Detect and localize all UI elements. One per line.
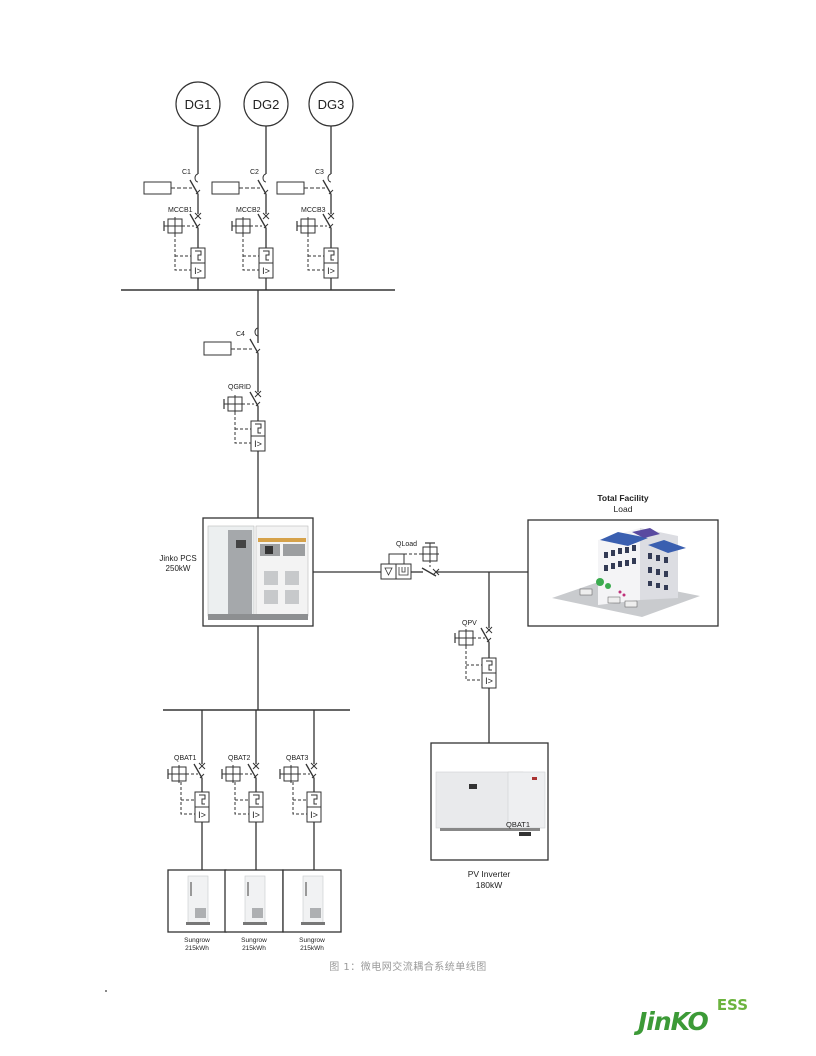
qbat-label: QBAT1 bbox=[174, 755, 197, 762]
contactor-coil bbox=[276, 181, 305, 195]
battery-capacity: 215kWh bbox=[242, 945, 266, 952]
qbat-label: QBAT3 bbox=[286, 755, 309, 762]
battery-capacity: 215kWh bbox=[300, 945, 324, 952]
qbat-label: QBAT2 bbox=[228, 755, 251, 762]
pv-inverter: QBAT1 PV Inverter 180kW bbox=[430, 742, 549, 890]
load-title-1: Total Facility bbox=[597, 493, 649, 503]
pcs-rating: 250kW bbox=[166, 564, 191, 573]
battery-name: Sungrow bbox=[299, 937, 325, 944]
battery-capacity: 215kWh bbox=[185, 945, 209, 952]
generator-label: DG1 bbox=[185, 97, 212, 112]
c4-coil bbox=[203, 341, 232, 356]
contactor-coil bbox=[143, 181, 172, 195]
pcs-name: Jinko PCS bbox=[159, 554, 196, 563]
mccb-label: MCCB2 bbox=[236, 207, 261, 214]
qpv-label: QPV bbox=[462, 620, 477, 627]
jinko-ess-logo: ESS JinKO bbox=[636, 996, 756, 1040]
battery-name: Sungrow bbox=[184, 937, 210, 944]
logo-main-text: JinKO bbox=[638, 1007, 709, 1036]
load-branch: QLoad bbox=[313, 541, 528, 580]
contactor-label: C1 bbox=[182, 169, 191, 176]
generator-label: DG2 bbox=[253, 97, 280, 112]
building-illustration bbox=[552, 528, 700, 617]
load-title-2: Load bbox=[614, 504, 633, 514]
grid-branch: C4 QGRID bbox=[203, 290, 266, 518]
pcs-unit: Jinko PCS 250kW bbox=[159, 517, 314, 627]
pv-inverter-rating: 180kW bbox=[476, 880, 502, 890]
c4-label: C4 bbox=[236, 331, 245, 338]
qload-label: QLoad bbox=[396, 541, 417, 548]
pv-overlay-label: QBAT1 bbox=[506, 820, 530, 829]
qgrid-label: QGRID bbox=[228, 384, 251, 391]
contactor-label: C2 bbox=[250, 169, 259, 176]
contactor-label: C3 bbox=[315, 169, 324, 176]
facility-load: Total Facility Load bbox=[527, 493, 719, 627]
figure-caption: 图 1：微电网交流耦合系统单线图 bbox=[329, 962, 487, 973]
mccb-label: MCCB1 bbox=[168, 207, 193, 214]
battery-name: Sungrow bbox=[241, 937, 267, 944]
contactor-coil bbox=[211, 181, 240, 195]
logo-ess-text: ESS bbox=[716, 996, 748, 1014]
pv-inverter-name: PV Inverter bbox=[468, 869, 511, 879]
stray-dot bbox=[105, 990, 107, 992]
pv-branch: QPV bbox=[454, 572, 497, 743]
mccb-label: MCCB3 bbox=[301, 207, 326, 214]
generator-label: DG3 bbox=[318, 97, 345, 112]
